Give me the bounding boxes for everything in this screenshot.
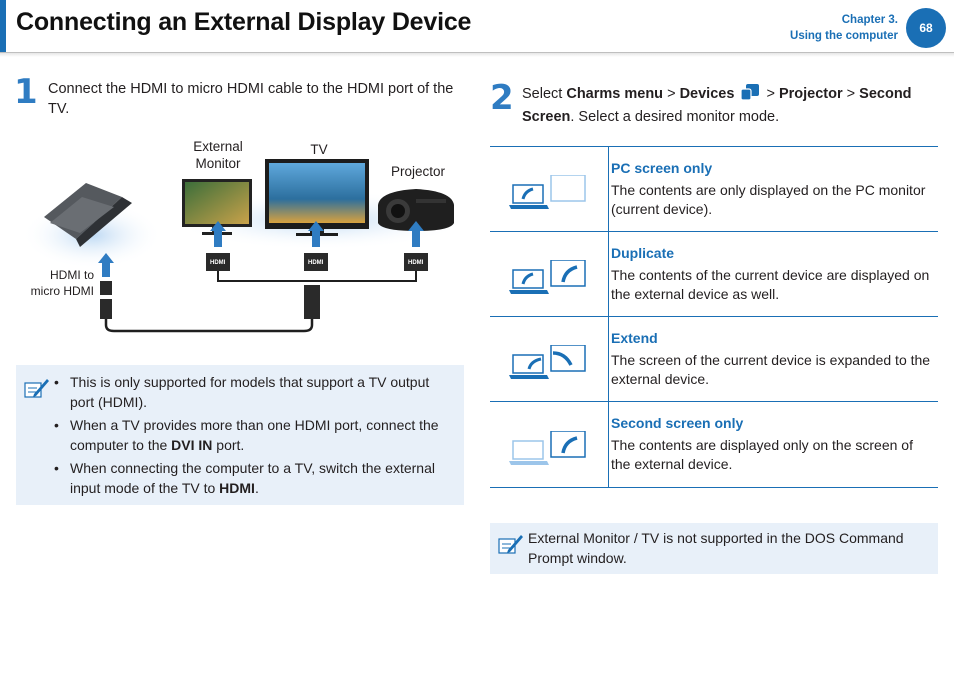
step-2-number: 2: [490, 78, 514, 118]
mode-icon-cell: [490, 402, 609, 487]
note-1-bullet-3-text-b: .: [254, 479, 259, 496]
page-title: Connecting an External Display Device: [16, 8, 472, 36]
step-2-tail: . Select a desired monitor mode.: [570, 109, 780, 125]
label-projector: Projector: [390, 164, 446, 179]
arrow-laptop-shaft: [102, 263, 110, 277]
mode-title: Second screen only: [611, 415, 744, 431]
header-accent-bar: [0, 0, 6, 52]
connection-diagram: HDMI HDMI HDMI External Monitor TV Proje…: [20, 135, 470, 345]
pc-screen-only-icon: [509, 175, 586, 209]
note-1-bullet-2-bold: DVI IN: [171, 436, 213, 453]
note-pencil-icon: [24, 379, 49, 398]
label-cable-line-1: HDMI to: [49, 268, 94, 282]
second-screen-only-icon: [509, 430, 586, 465]
mode-title: Duplicate: [611, 245, 675, 261]
label-cable-line-2: micro HDMI: [30, 284, 94, 298]
mode-row-pc-screen-only: PC screen only The contents are only dis…: [490, 147, 938, 232]
step-2-sep-1: >: [663, 86, 680, 102]
mode-description: The contents are displayed only on the s…: [611, 437, 913, 472]
note-2-text: External Monitor / TV is not supported i…: [528, 530, 904, 566]
arrow-tv-shaft: [312, 231, 320, 247]
arrow-tv: [308, 221, 324, 231]
label-external-line-2: Monitor: [195, 156, 241, 171]
mode-row-extend: Extend The screen of the current device …: [490, 317, 938, 402]
label-external-line-1: External: [193, 139, 243, 154]
extend-icon: [509, 345, 586, 379]
mode-icon-cell: [490, 317, 609, 401]
label-tv: TV: [310, 142, 328, 157]
mode-icon-cell: [490, 147, 609, 231]
step-2-charms: Charms menu: [566, 86, 664, 102]
mode-row-second-screen-only: Second screen only The contents are disp…: [490, 402, 938, 487]
step-1-text: Connect the HDMI to micro HDMI cable to …: [48, 81, 454, 117]
mode-icon-cell: [490, 232, 609, 316]
devices-charm-icon: [740, 84, 760, 101]
monitor-mode-table: PC screen only The contents are only dis…: [490, 146, 938, 488]
mode-text-cell: Extend The screen of the current device …: [609, 317, 938, 401]
hdmi-port-label-tv: HDMI: [308, 260, 324, 266]
note-1-bullet-1: This is only supported for models that s…: [54, 373, 456, 412]
hdmi-plugs: [100, 253, 428, 319]
step-2-sep-2: >: [762, 86, 779, 102]
step-2-sep-3: >: [842, 86, 860, 102]
mode-title: PC screen only: [611, 160, 713, 176]
step-2-projector: Projector: [778, 86, 843, 102]
tv-illustration: [265, 159, 369, 236]
chapter-number: Chapter 3.: [841, 14, 898, 26]
note-1-bullet-2-text-b: port.: [212, 436, 245, 453]
upload-arrows: [98, 221, 424, 277]
mode-description: The contents of the current device are d…: [611, 267, 930, 302]
connection-diagram-art: HDMI HDMI HDMI: [22, 159, 470, 333]
hdmi-port-label-monitor: HDMI: [210, 260, 226, 266]
note-1-bullet-2: When a TV provides more than one HDMI po…: [54, 416, 456, 455]
label-hdmi-cable: HDMI to micro HDMI: [22, 267, 94, 299]
note-1-bullet-list: This is only supported for models that s…: [54, 373, 456, 502]
chapter-heading: Chapter 3. Using the computer: [790, 12, 898, 44]
note-box-2: [490, 523, 938, 574]
mode-title: Extend: [611, 330, 658, 346]
mode-text-cell: PC screen only The contents are only dis…: [609, 147, 938, 231]
step-2-select: Select: [522, 86, 567, 102]
mode-text-cell: Duplicate The contents of the current de…: [609, 232, 938, 316]
arrow-laptop: [98, 253, 114, 263]
page-number-badge: 68: [906, 8, 946, 48]
laptop-illustration: [44, 183, 132, 247]
label-external-monitor: External Monitor: [180, 138, 256, 172]
hdmi-cable-top: [217, 271, 417, 282]
note-1-bullet-3-bold: HDMI: [219, 479, 255, 496]
mode-description: The screen of the current device is expa…: [611, 352, 931, 387]
header-divider: [0, 52, 954, 53]
projector-illustration: [378, 189, 454, 231]
step-2-devices: Devices: [679, 86, 735, 102]
header-shadow: [0, 53, 954, 57]
arrow-projector-shaft: [412, 231, 420, 247]
arrow-projector: [408, 221, 424, 231]
chapter-name: Using the computer: [790, 30, 898, 42]
note-pencil-icon-2: [498, 535, 523, 554]
duplicate-icon: [509, 260, 586, 294]
step-1-number: 1: [14, 72, 38, 112]
hdmi-port-label-projector: HDMI: [408, 260, 424, 266]
mode-description: The contents are only displayed on the P…: [611, 182, 926, 217]
note-1-bullet-1-text: This is only supported for models that s…: [70, 374, 430, 410]
arrow-monitor-shaft: [214, 231, 222, 247]
step-2-text: Select Charms menu > Devices > Projector…: [522, 83, 934, 129]
arrow-monitor: [210, 221, 226, 231]
note-1-bullet-2-text-a: When a TV provides more than one HDMI po…: [70, 417, 439, 453]
note-1-bullet-3: When connecting the computer to a TV, sw…: [54, 459, 456, 498]
step-2-second-screen: Second Screen: [522, 86, 912, 125]
hdmi-cable-bottom: [104, 319, 314, 333]
mode-row-duplicate: Duplicate The contents of the current de…: [490, 232, 938, 317]
note-1-bullet-3-text-a: When connecting the computer to a TV, sw…: [70, 460, 435, 496]
mode-text-cell: Second screen only The contents are disp…: [609, 402, 938, 487]
